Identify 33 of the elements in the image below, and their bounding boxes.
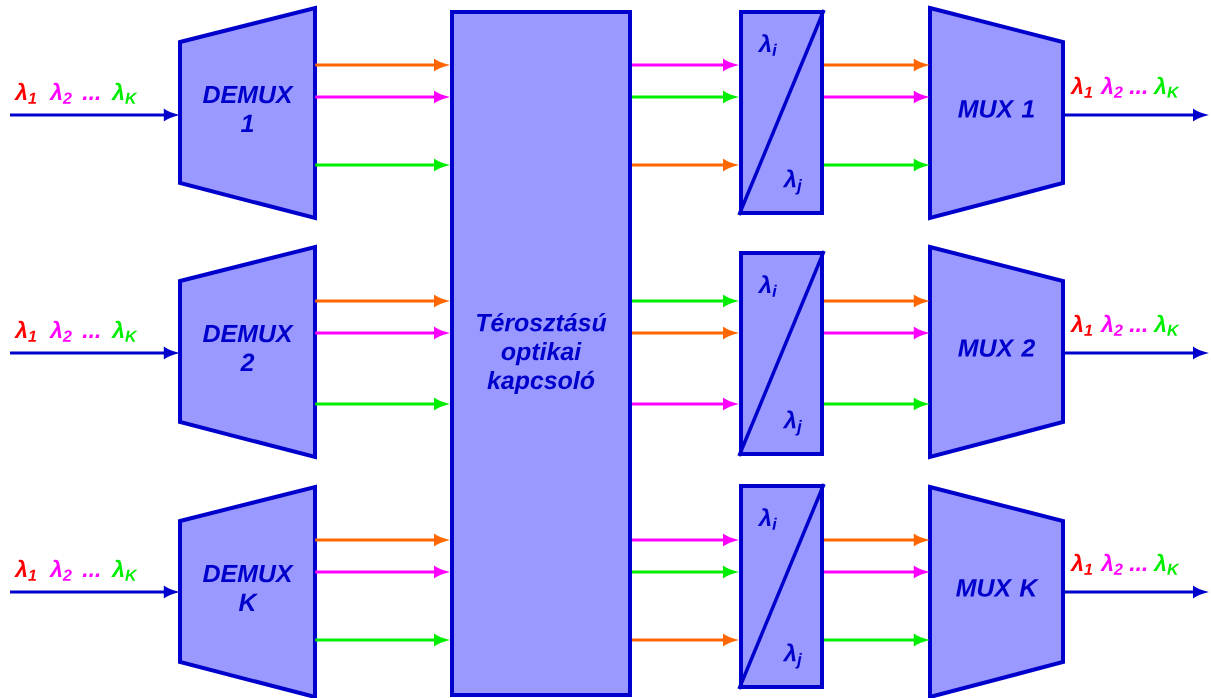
- converter-box: λ$_{i}$ λ$_{j}$: [737, 483, 826, 690]
- input-arrow: [10, 347, 176, 359]
- wavelength-label: λ$_{K}$: [1153, 314, 1180, 336]
- input-arrow: [10, 586, 176, 598]
- wavelength-label: λ$_{1}$: [1070, 314, 1092, 336]
- wavelength-label: λ$_{2}$: [1100, 76, 1123, 98]
- wavelength-label: λ$_{K}$: [111, 82, 138, 104]
- dots: ...: [1129, 328, 1147, 332]
- wavelength-label: λ$_{2}$: [49, 559, 72, 581]
- switch-box: Térosztású optikai kapcsoló: [450, 10, 632, 697]
- wavelength-label: λ$_{K}$: [1153, 553, 1180, 575]
- wavelength-label: λ$_{1}$: [14, 559, 36, 581]
- wavelength-label: λ$_{2}$: [49, 320, 72, 342]
- converter-box: λ$_{i}$ λ$_{j}$: [737, 250, 826, 457]
- dots: ...: [1129, 90, 1147, 94]
- wavelength-label: λ$_{2}$: [1100, 314, 1123, 336]
- wavelength-label: λ$_{1}$: [1070, 553, 1092, 575]
- wavelength-label: λ$_{1}$: [1070, 76, 1092, 98]
- wavelength-label: λ$_{1}$: [14, 320, 36, 342]
- wavelength-label: λ$_{2}$: [1100, 553, 1123, 575]
- input-arrow: [10, 109, 176, 121]
- wavelength-label: λ$_{K}$: [111, 559, 138, 581]
- dots: ...: [82, 96, 100, 100]
- dots: ...: [82, 334, 100, 338]
- demux-trapezoid: DEMUX 2: [178, 244, 317, 460]
- wavelength-label: λ$_{2}$: [49, 82, 72, 104]
- demux-trapezoid: DEMUX 1: [178, 5, 317, 221]
- wavelength-label: λ$_{K}$: [111, 320, 138, 342]
- dots: ...: [82, 573, 100, 577]
- dots: ...: [1129, 567, 1147, 571]
- wavelength-label: λ$_{1}$: [14, 82, 36, 104]
- demux-trapezoid: DEMUX K: [178, 484, 317, 698]
- wavelength-label: λ$_{K}$: [1153, 76, 1180, 98]
